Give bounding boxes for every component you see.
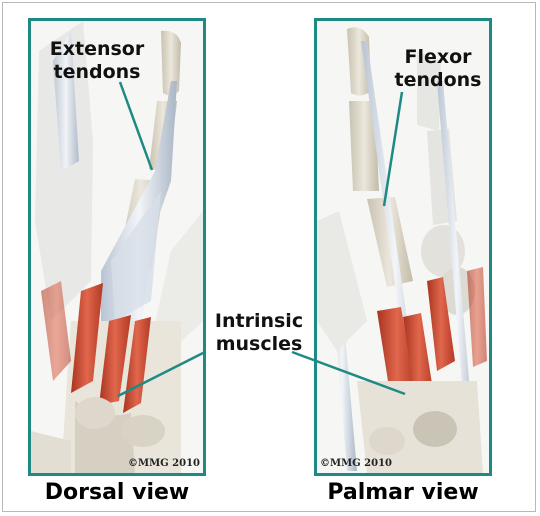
extensor-tendons-label: Extensor tendons (42, 38, 152, 84)
flexor-tendons-label: Flexor tendons (386, 46, 490, 92)
copyright-dorsal: ©MMG 2010 (128, 458, 200, 469)
intrinsic-muscles-label: Intrinsic muscles (204, 310, 314, 356)
dorsal-view-caption: Dorsal view (28, 480, 206, 505)
dorsal-view-panel (28, 18, 206, 476)
dorsal-hand-illustration (31, 21, 203, 473)
palmar-view-caption: Palmar view (314, 480, 492, 505)
copyright-palmar: ©MMG 2010 (320, 458, 392, 469)
